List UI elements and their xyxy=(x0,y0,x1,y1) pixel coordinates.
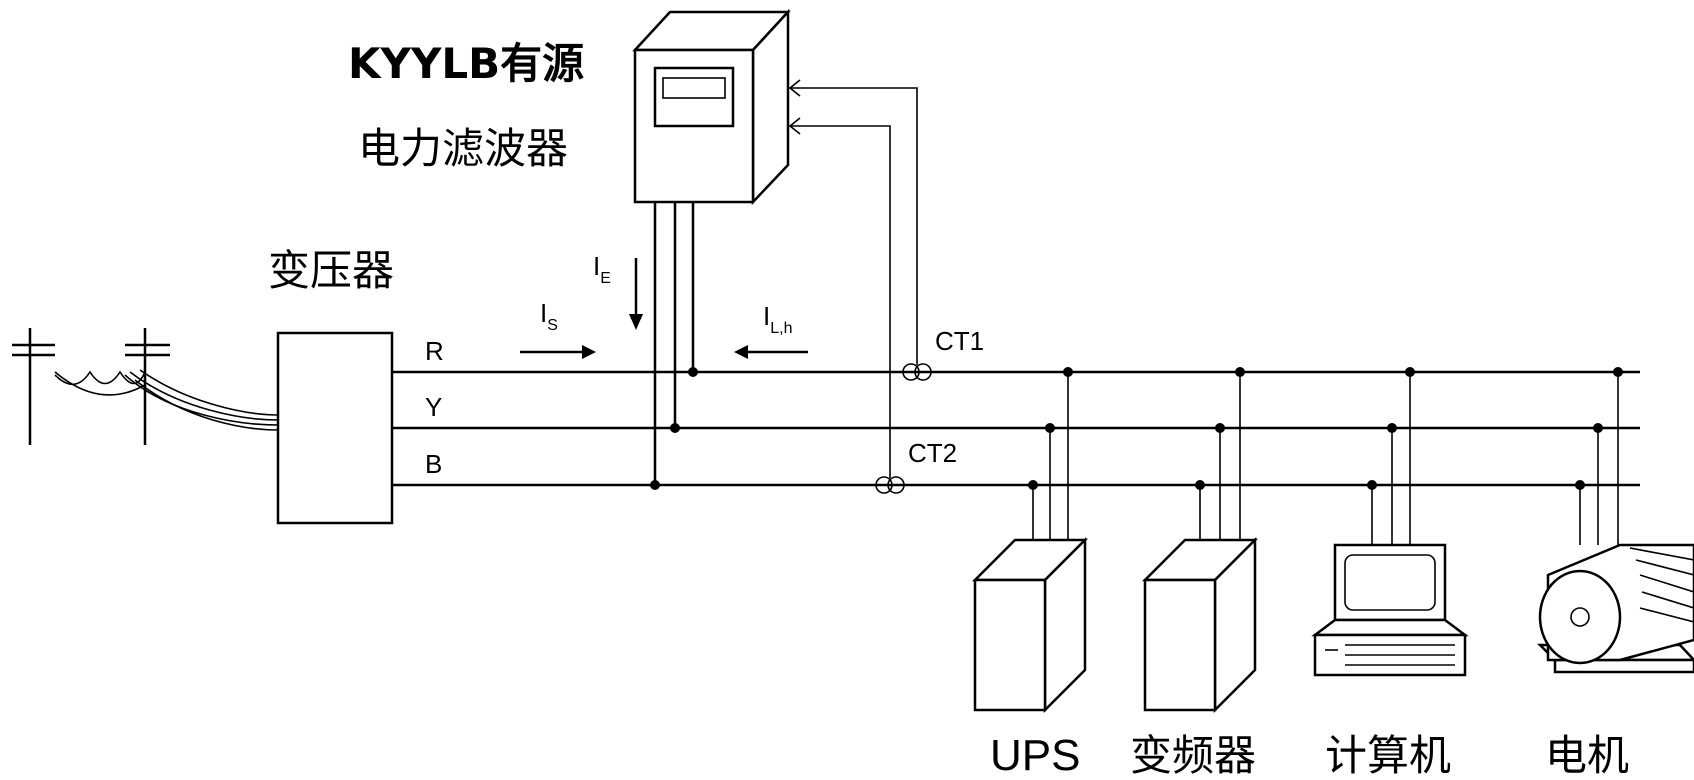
is-label: IS xyxy=(540,298,558,334)
ct2-sensor xyxy=(875,476,905,494)
load-label-motor: 电机 xyxy=(1545,731,1629,780)
ie-label: IE xyxy=(593,251,611,287)
ct2-label: CT2 xyxy=(908,438,957,468)
load-label-vfd: 变频器 xyxy=(1130,731,1256,780)
filter-connections xyxy=(650,202,698,490)
transformer-box xyxy=(276,331,394,525)
phase-b-label: B xyxy=(425,449,442,479)
phase-y-label: Y xyxy=(425,392,442,422)
motor-icon xyxy=(1536,543,1694,674)
phase-r-label: R xyxy=(425,336,444,366)
utility-poles xyxy=(12,328,279,445)
bus-lines xyxy=(392,370,1640,487)
ilh-label: IL,h xyxy=(763,301,792,337)
ct1-sensor xyxy=(902,363,932,381)
ct1-label: CT1 xyxy=(935,326,984,356)
filter-title-line2: 电力滤波器 xyxy=(358,124,568,173)
ct-feedback-lines xyxy=(788,79,918,478)
transformer-label: 变压器 xyxy=(268,246,394,295)
ie-arrow xyxy=(629,258,643,330)
is-arrow xyxy=(520,345,596,359)
load-taps xyxy=(1028,367,1623,545)
load-label-computer: 计算机 xyxy=(1325,731,1451,780)
computer-icon xyxy=(1311,543,1469,677)
ilh-arrow xyxy=(734,345,808,359)
vfd-icon xyxy=(1141,536,1259,714)
ups-icon xyxy=(971,536,1089,714)
filter-title-line1: KYYLB有源 xyxy=(348,39,584,88)
load-label-ups: UPS xyxy=(990,731,1080,780)
active-filter-cabinet xyxy=(632,8,791,206)
